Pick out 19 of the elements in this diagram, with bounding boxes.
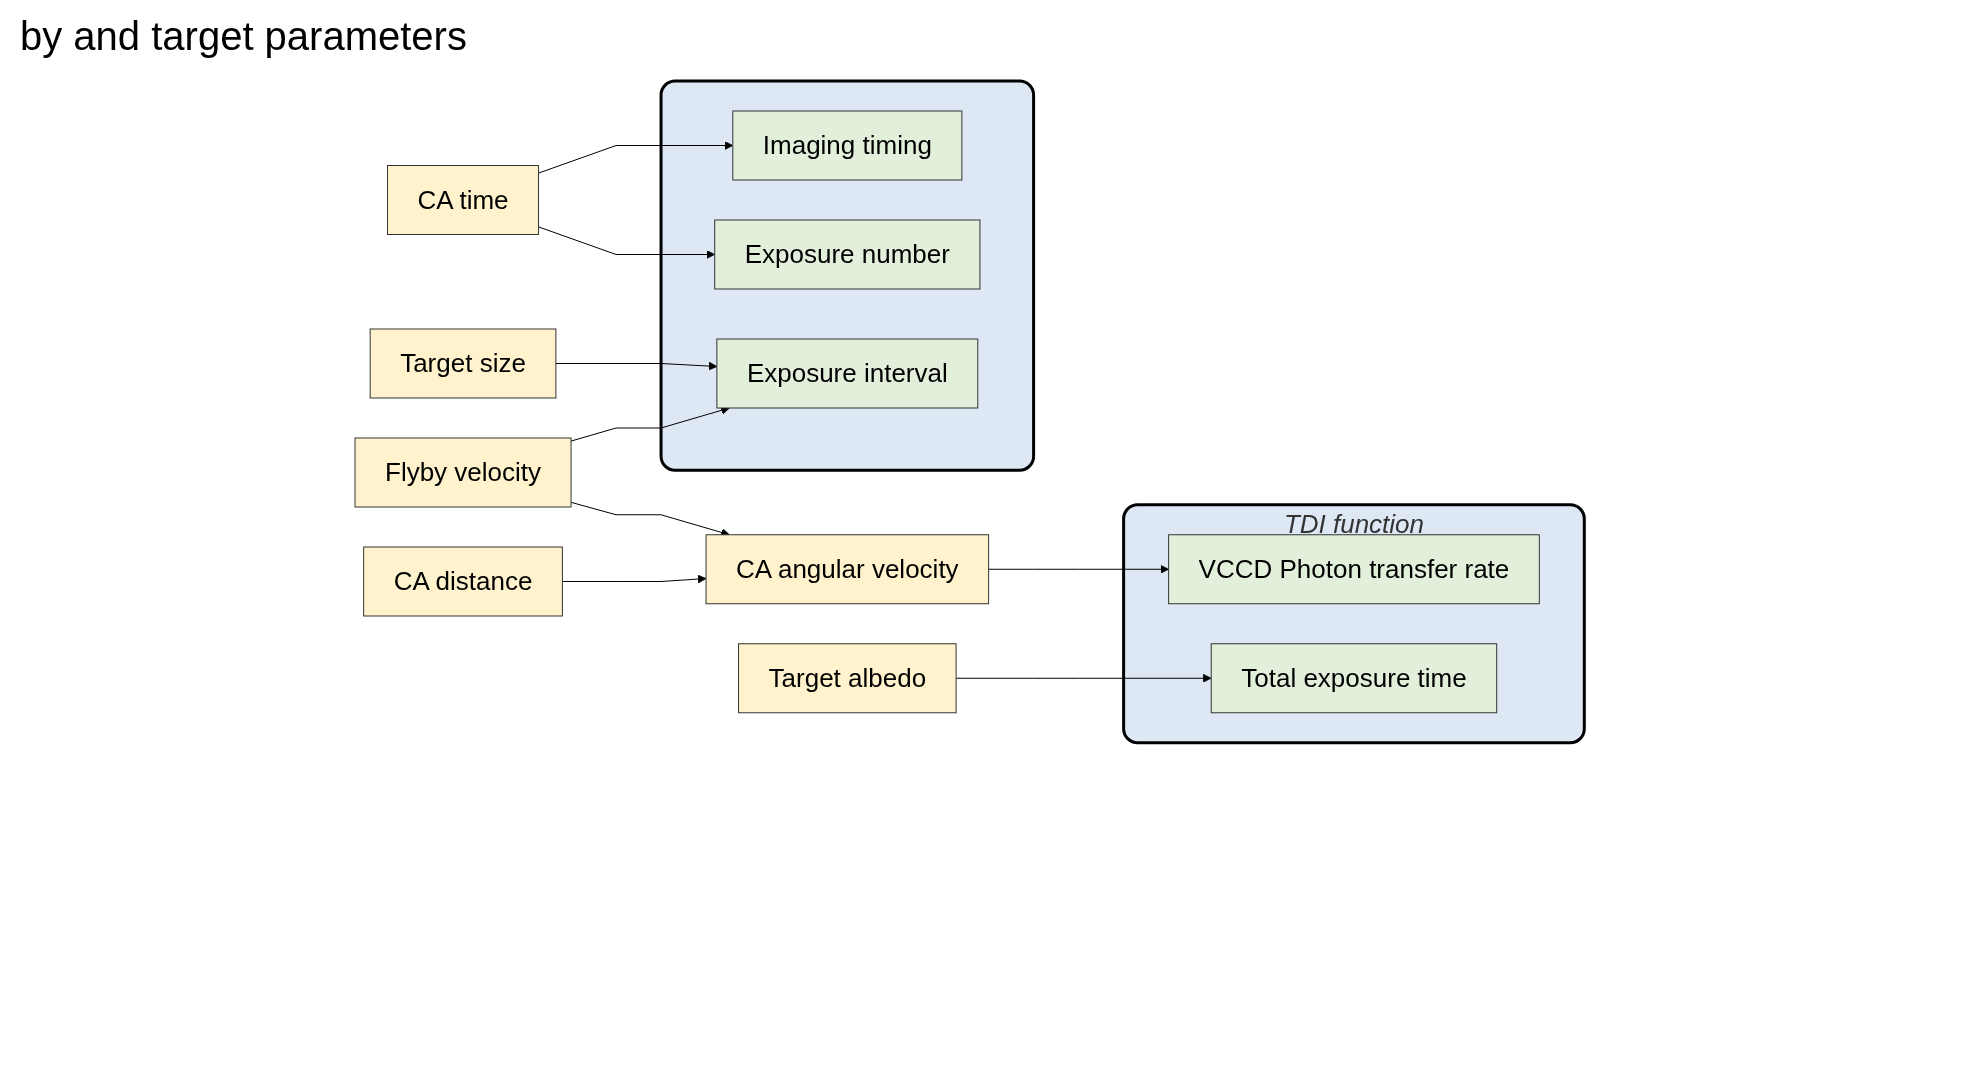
- node-box: CA time: [387, 165, 540, 235]
- arrow: [955, 673, 1212, 683]
- node-box: Target albedo: [738, 643, 957, 714]
- arrow: [988, 564, 1170, 574]
- arrow: [555, 361, 718, 371]
- node-box: CA angular velocity: [705, 534, 990, 605]
- node-box: Total exposure time: [1211, 643, 1498, 714]
- arrow: [562, 574, 707, 584]
- node-box: Exposure number: [714, 219, 981, 290]
- node-box: Flyby velocity: [354, 437, 572, 508]
- arrow: [538, 141, 734, 174]
- node-box: VCCD Photon transfer rate: [1168, 534, 1541, 605]
- diagram-title: by and target parameters: [20, 14, 468, 59]
- cluster: [659, 79, 1036, 472]
- node-box: Target size: [370, 328, 557, 399]
- node-box: Imaging timing: [732, 110, 963, 181]
- node-box: CA distance: [363, 546, 564, 617]
- node-box: Exposure interval: [716, 338, 979, 409]
- arrow: [538, 226, 716, 259]
